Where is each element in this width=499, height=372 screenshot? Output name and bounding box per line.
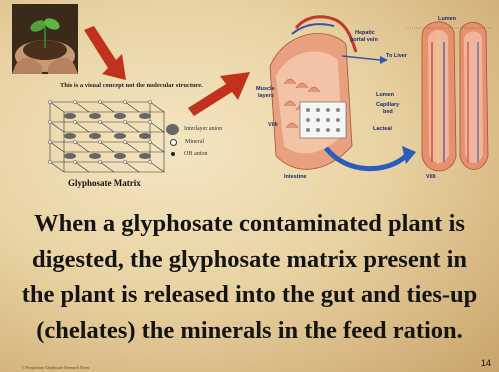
label-villi-left: Villi (268, 122, 278, 128)
legend-label-interlayer: Interlayer anion (184, 126, 222, 132)
label-lumen-top: Lumen (438, 16, 456, 22)
label-lacteal: Lacteal (373, 126, 392, 132)
label-portal-vein: portal vein (350, 37, 378, 43)
label-muscle: Muscle (256, 86, 275, 92)
label-intestine: Intestine (284, 174, 307, 180)
mineral-symbol (170, 139, 177, 146)
arrow-photo-to-matrix (78, 26, 128, 81)
caption-line-1: When a glyphosate contaminated plant is (0, 206, 499, 242)
label-layers: layers (258, 93, 274, 99)
slide-footer: © Proprietary Glyphosate Research Notes (22, 365, 89, 370)
legend-label-mineral: Mineral (185, 139, 204, 145)
diagram-note: This is a visual concept not the molecul… (60, 82, 203, 89)
oh-anion-symbol (171, 152, 175, 156)
label-hepatic: Hepatic (355, 30, 375, 36)
plant-hands-photo (12, 4, 78, 74)
arrow-matrix-to-intestine (186, 68, 252, 118)
legend-item-mineral: Mineral (170, 136, 222, 148)
matrix-label: Glyphosate Matrix (68, 178, 141, 188)
page-number: 14 (481, 358, 491, 368)
label-lumen-mid: Lumen (376, 92, 394, 98)
matrix-legend: Interlayer anion Mineral OH anion (166, 122, 222, 160)
label-to-liver: To Liver (386, 53, 407, 59)
label-bed: bed (383, 109, 393, 115)
caption-line-4: (chelates) the minerals in the feed rati… (0, 313, 499, 349)
glyphosate-matrix-diagram (40, 94, 168, 180)
caption-line-3: the plant is released into the gut and t… (0, 277, 499, 313)
label-capillary: Capillary (376, 102, 399, 108)
interlayer-anion-symbol (166, 124, 179, 135)
legend-item-interlayer: Interlayer anion (166, 122, 222, 136)
legend-item-oh: OH anion (171, 148, 222, 160)
caption-line-2: digested, the glyphosate matrix present … (0, 242, 499, 278)
slide-caption: When a glyphosate contaminated plant is … (0, 206, 499, 348)
label-villi-bottom: Villi (426, 174, 436, 180)
legend-label-oh: OH anion (184, 151, 208, 157)
